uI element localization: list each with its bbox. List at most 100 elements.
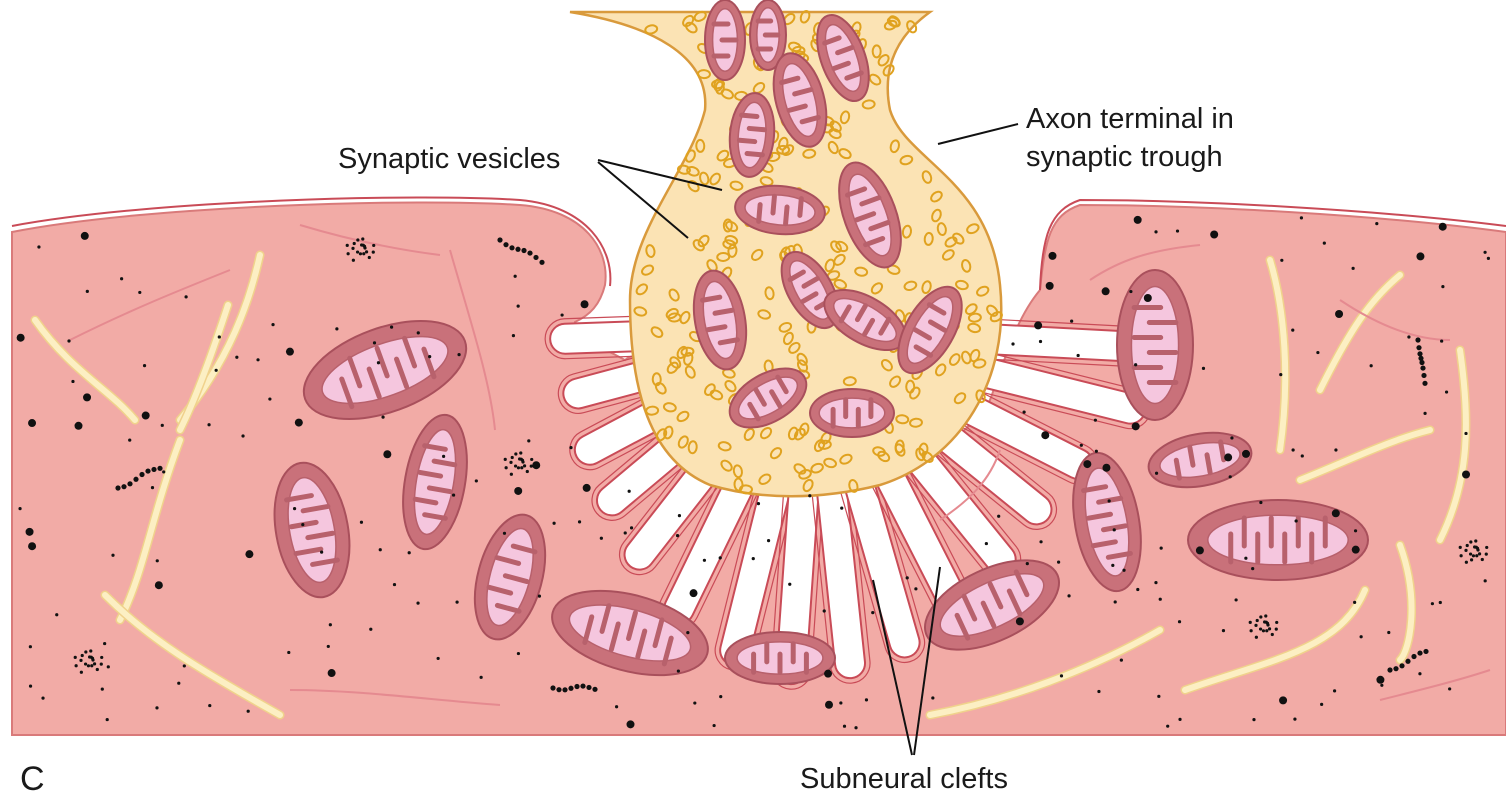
glycogen-granule [247,710,250,713]
glycogen-granule [457,353,460,356]
glycogen-granule [1291,328,1294,331]
glycogen-granule [1279,373,1282,376]
glycogen-granule [26,528,34,536]
granule-cluster-dot [1255,636,1258,639]
glycogen-granule [553,522,556,525]
glycogen-granule [1295,519,1298,522]
glycogen-granule [293,507,296,510]
glycogen-granule [677,669,680,672]
granule-cluster-dot [1264,614,1267,617]
glycogen-granule [379,548,382,551]
glycogen-granule [1235,598,1238,601]
glycogen-granule [517,305,520,308]
granule-cluster-dot [1254,624,1257,627]
muscle-mitochondrion [1188,500,1368,580]
glycogen-granule [839,701,842,704]
glycogen-granule [1244,557,1247,560]
glycogen-granule [1323,242,1326,245]
glycogen-granule [538,595,541,598]
glycogen-granule [106,718,109,721]
glycogen-granule [1376,676,1384,684]
granule-chain-dot [1387,667,1392,672]
granule-chain-dot [1411,654,1416,659]
glycogen-granule [1160,547,1163,550]
granule-cluster-dot [1275,621,1278,624]
glycogen-granule [475,479,478,482]
glycogen-granule [381,416,384,419]
granule-chain-dot [1420,365,1425,370]
glycogen-granule [208,704,211,707]
glycogen-granule [156,559,159,562]
label-axon-terminal-line1: Axon terminal in [1026,103,1234,135]
granule-cluster-dot [1263,620,1266,623]
glycogen-granule [28,542,36,550]
glycogen-granule [1470,558,1473,561]
glycogen-granule [128,439,131,442]
granule-cluster-dot [1473,545,1476,548]
granule-cluster-dot [93,662,96,665]
glycogen-granule [752,557,755,560]
granule-chain-dot [157,466,162,471]
panel-letter: C [20,760,45,798]
glycogen-granule [865,698,868,701]
glycogen-granule [1067,594,1070,597]
granule-cluster-dot [1475,554,1478,557]
glycogen-granule [327,645,330,648]
glycogen-granule [1440,339,1443,342]
granule-cluster-dot [100,663,103,666]
glycogen-granule [1229,475,1232,478]
granule-chain-dot [574,684,579,689]
glycogen-granule [71,380,74,383]
glycogen-granule [1166,725,1169,728]
glycogen-granule [931,696,934,699]
glycogen-granule [1057,561,1060,564]
glycogen-granule [1301,454,1304,457]
granule-cluster-dot [87,664,90,667]
glycogen-granule [1230,436,1233,439]
glycogen-granule [103,642,106,645]
glycogen-granule [1178,718,1181,721]
granule-cluster-dot [518,457,521,460]
mito-inner-membrane [1131,287,1178,404]
glycogen-granule [17,334,25,342]
glycogen-granule [1431,602,1434,605]
glycogen-granule [1034,321,1042,329]
granule-cluster-dot [1472,554,1475,557]
granule-chain-dot [592,687,597,692]
glycogen-granule [1060,674,1063,677]
granule-cluster-dot [100,656,103,659]
granule-cluster-dot [359,252,362,255]
glycogen-granule [151,486,154,489]
granule-cluster-dot [511,456,514,459]
label-subneural-clefts: Subneural clefts [800,763,1008,795]
glycogen-granule [1129,290,1132,293]
glycogen-granule [18,507,21,510]
glycogen-granule [1439,601,1442,604]
granule-cluster-dot [90,664,93,667]
glycogen-granule [719,556,722,559]
granule-chain-dot [1399,663,1404,668]
glycogen-granule [1083,460,1091,468]
glycogen-granule [1039,540,1042,543]
granule-cluster-dot [1259,615,1262,618]
glycogen-granule [581,300,589,308]
glycogen-granule [1113,528,1116,531]
glycogen-granule [329,623,332,626]
glycogen-granule [808,494,811,497]
terminal-mitochondrion [705,0,745,80]
glycogen-granule [1334,448,1337,451]
granule-cluster-dot [1485,546,1488,549]
glycogen-granule [155,706,158,709]
glycogen-granule [824,670,832,678]
glycogen-granule [871,611,874,614]
granule-cluster-dot [356,250,359,253]
granule-chain-dot [151,467,156,472]
granule-chain-dot [503,242,508,247]
glycogen-granule [1155,472,1158,475]
glycogen-granule [55,613,58,616]
glycogen-granule [81,232,89,240]
glycogen-granule [408,551,411,554]
glycogen-granule [1352,267,1355,270]
granule-cluster-dot [368,256,371,259]
glycogen-granule [1016,617,1024,625]
